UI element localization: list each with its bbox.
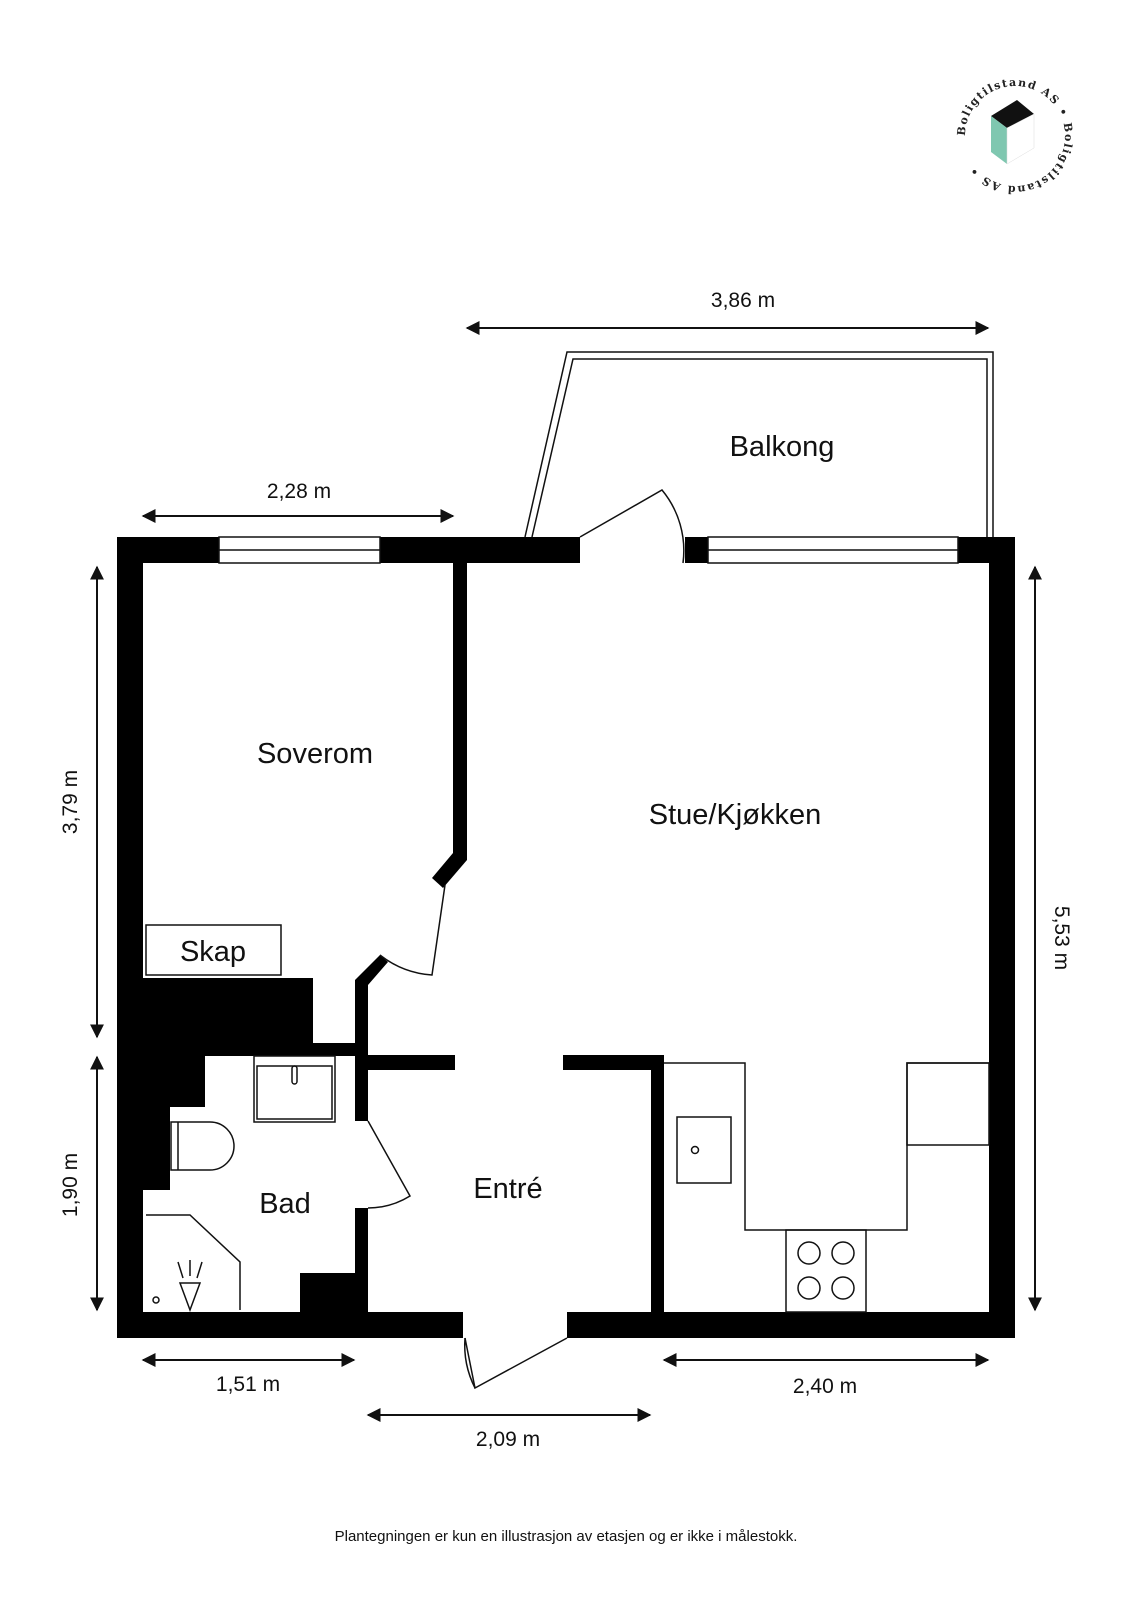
room-label-entre: Entré [473,1173,542,1205]
walls [117,537,1015,1338]
bathroom-fixtures [146,1055,336,1313]
balcony [524,351,994,538]
dim-bottom-left: 1,51 m [216,1373,280,1396]
doors [367,489,685,1390]
dim-bottom-right: 2,40 m [793,1375,857,1398]
room-label-balkong: Balkong [730,431,835,463]
dim-right: 5,53 m [1050,906,1073,970]
dim-left-upper: 3,79 m [59,770,82,834]
room-label-stue-kjokken: Stue/Kjøkken [649,799,821,831]
dim-bottom-middle: 2,09 m [476,1428,540,1451]
room-label-soverom: Soverom [257,738,373,770]
room-label-skap: Skap [180,936,246,968]
dim-left-lower: 1,90 m [59,1153,82,1217]
dimension-lines [90,321,1042,1422]
windows [218,536,959,564]
company-logo: Boligtilstand AS • Boligtilstand AS • [955,76,1074,196]
room-label-bad: Bad [259,1188,311,1220]
dim-bedroom-width: 2,28 m [267,480,331,503]
dim-balcony-width: 3,86 m [711,289,775,312]
kitchen [664,1062,990,1313]
disclaimer-footer: Plantegningen er kun en illustrasjon av … [335,1528,798,1545]
wardrobe [145,924,282,976]
